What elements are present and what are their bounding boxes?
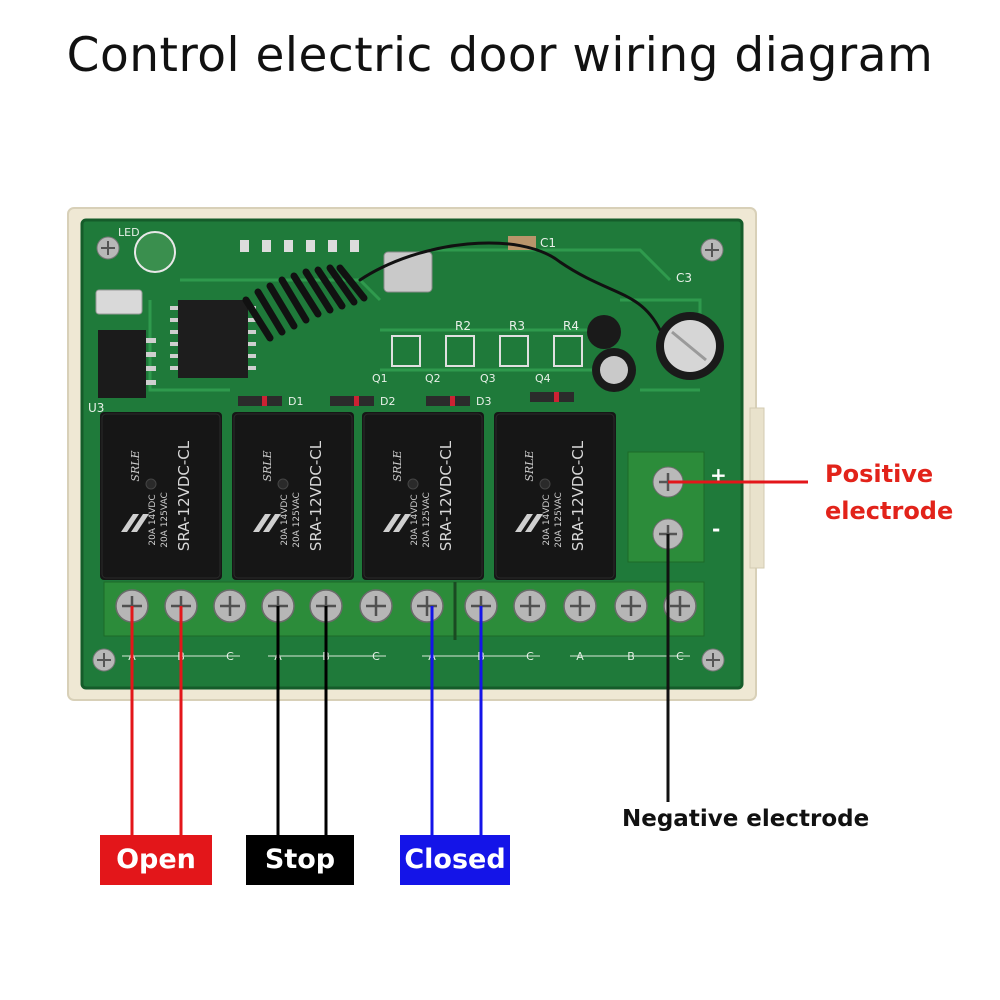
status-led (134, 231, 176, 273)
svg-text:R3: R3 (509, 319, 525, 333)
led-label: LED (118, 226, 140, 239)
corner-screw-bottom-right (701, 648, 725, 672)
corner-screw-top-right (700, 238, 724, 262)
svg-text:R4: R4 (563, 319, 579, 333)
resistor-row: R2 R3 R4 Q1 Q2 Q3 Q4 (372, 319, 583, 385)
svg-text:Q2: Q2 (425, 372, 441, 385)
label-c3: C3 (676, 271, 692, 285)
relay-rating-2: 20A 125VAC (422, 492, 432, 548)
svg-text:Q4: Q4 (535, 372, 551, 385)
terminal-screw (563, 589, 597, 623)
terminal-screw (614, 589, 648, 623)
relay-logo (383, 514, 411, 532)
output-terminal-strip (103, 581, 705, 637)
relay-logo (253, 514, 281, 532)
diagram-title: Control electric door wiring diagram (66, 28, 934, 83)
svg-text:D1: D1 (288, 395, 303, 408)
relay-logo (121, 514, 149, 532)
label-u3: U3 (88, 401, 104, 415)
svg-text:D2: D2 (380, 395, 395, 408)
antenna-coil (242, 241, 662, 342)
relay-brand: SRLE (261, 450, 274, 481)
terminal-screw (513, 589, 547, 623)
relay-mark (145, 478, 157, 490)
relay-model-label: SRA-12VDC-CL (175, 440, 193, 551)
relay-rating-2: 20A 125VAC (554, 492, 564, 548)
relay-model-label: SRA-12VDC-CL (437, 440, 455, 551)
closed-wires (430, 606, 483, 836)
corner-screw-top-left (96, 236, 120, 260)
terminal-screw (410, 589, 444, 623)
label-c1: C1 (540, 236, 556, 250)
relay-rating-2: 20A 125VAC (160, 492, 170, 548)
relay-mark (277, 478, 289, 490)
power-minus-sign: - (712, 517, 720, 541)
relay-brand: SRLE (523, 450, 536, 481)
relay-rating-1: 20A 14VDC (542, 494, 552, 545)
capacitor-large (656, 312, 724, 380)
power-terminal-block (627, 451, 705, 563)
positive-label-line2: electrode (825, 497, 954, 525)
terminal-screw (213, 589, 247, 623)
positive-label-line1: Positive (825, 460, 934, 488)
relay-model-label: SRA-12VDC-CL (307, 440, 325, 551)
terminal-letter: C (526, 650, 534, 663)
diode-row: D1 D2 D3 (238, 392, 574, 408)
enclosure-side-tab (749, 407, 765, 569)
open-wires (130, 606, 183, 836)
relay-rating-1: 20A 14VDC (280, 494, 290, 545)
relay-rating-1: 20A 14VDC (410, 494, 420, 545)
relay-brand: SRLE (391, 450, 404, 481)
terminal-screw (663, 589, 697, 623)
terminal-letter: C (226, 650, 234, 663)
relay-mark (539, 478, 551, 490)
terminal-letter: A (576, 650, 584, 663)
corner-screw-bottom-left (92, 648, 116, 672)
stop-wires (276, 606, 328, 836)
relay-rating-1: 20A 14VDC (148, 494, 158, 545)
terminal-letter: C (372, 650, 380, 663)
stop-tag: Stop (246, 835, 354, 885)
svg-text:R2: R2 (455, 319, 471, 333)
learn-button (95, 289, 143, 315)
svg-text:Q1: Q1 (372, 372, 388, 385)
closed-tag: Closed (400, 835, 510, 885)
open-tag: Open (100, 835, 212, 885)
relay-brand: SRLE (129, 450, 142, 481)
terminal-screw (359, 589, 393, 623)
pin-header-row (240, 240, 359, 252)
decoder-chip (170, 300, 256, 378)
terminal-letter: C (676, 650, 684, 663)
relay-model-label: SRA-12VDC-CL (569, 440, 587, 551)
circuit-board-shade (80, 218, 744, 690)
svg-text:D3: D3 (476, 395, 491, 408)
regulator-chip (98, 330, 156, 398)
capacitor-small (587, 315, 636, 392)
terminal-letter: B (627, 650, 635, 663)
negative-electrode-label: Negative electrode (622, 806, 870, 832)
svg-text:Q3: Q3 (480, 372, 496, 385)
relay-logo (515, 514, 543, 532)
positive-electrode-label: Positive electrode (825, 456, 953, 530)
relay-mark (407, 478, 419, 490)
relay-rating-2: 20A 125VAC (292, 492, 302, 548)
